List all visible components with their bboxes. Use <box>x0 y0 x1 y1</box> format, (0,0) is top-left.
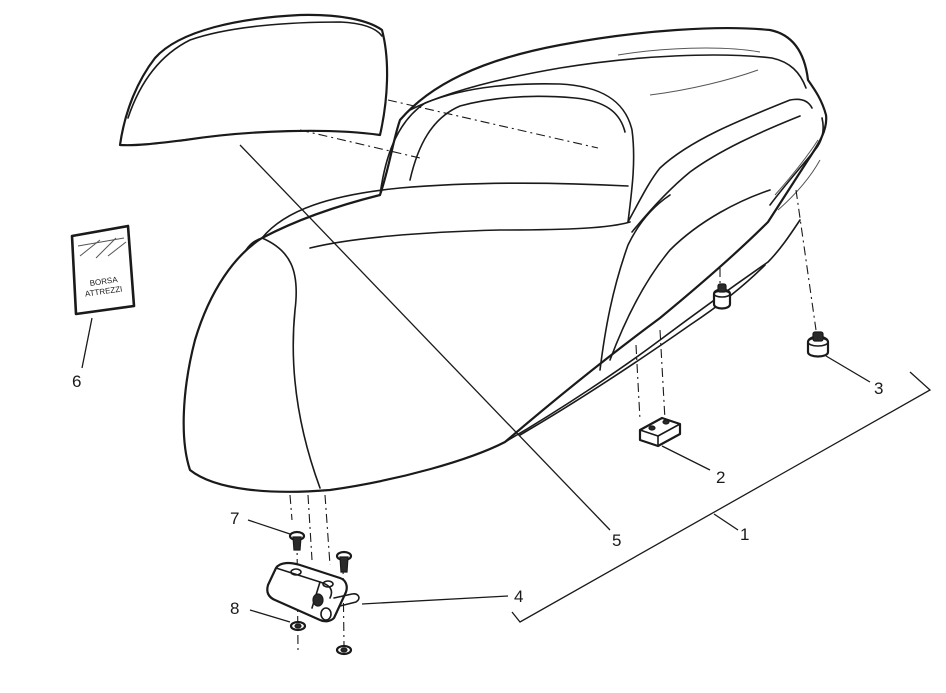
tool-bag-label-line1: BORSA <box>89 275 119 288</box>
callout-3: 3 <box>874 379 883 398</box>
seat-hinge <box>266 561 360 623</box>
callout-numbers: 1 2 3 4 5 6 7 8 <box>72 372 883 618</box>
callout-5: 5 <box>612 531 621 550</box>
seat <box>182 27 828 493</box>
rubber-pad-right <box>806 331 830 358</box>
callout-4: 4 <box>514 587 523 606</box>
nut-right <box>335 644 353 656</box>
tool-bag: BORSA ATTREZZI <box>70 224 136 316</box>
callout-8: 8 <box>230 599 239 618</box>
callout-6: 6 <box>72 372 81 391</box>
callout-2: 2 <box>716 468 725 487</box>
backrest-cover <box>118 13 389 147</box>
screw-upper-left <box>288 530 306 551</box>
callout-7: 7 <box>230 509 239 528</box>
callout-1: 1 <box>740 525 749 544</box>
leader-lines <box>81 144 932 623</box>
rubber-block <box>638 416 682 448</box>
screw-upper-right <box>335 550 353 573</box>
rubber-pad-left <box>712 283 732 310</box>
nut-left <box>289 620 307 632</box>
